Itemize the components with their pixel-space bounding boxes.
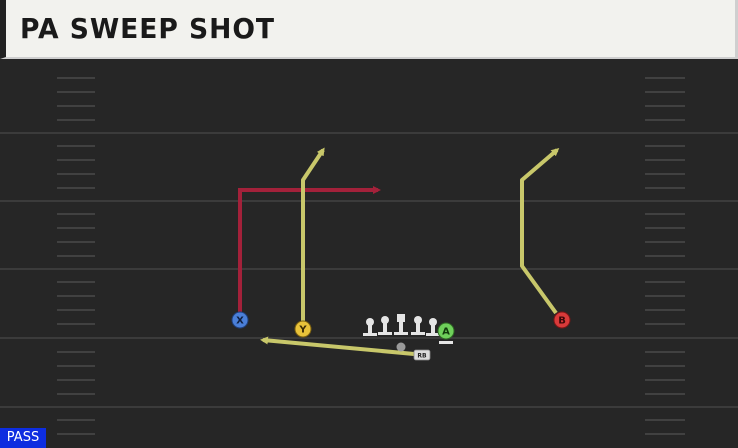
play-title: PA SWEEP SHOT [20, 12, 276, 45]
x-button-label: X [236, 316, 244, 327]
b-receiver-button[interactable]: B [553, 311, 571, 329]
a-receiver-button[interactable]: A [437, 322, 455, 344]
play-field: X Y A B RB [0, 59, 738, 448]
y-button-label: Y [298, 325, 307, 336]
yard-lines [0, 132, 738, 408]
a-button-label: A [442, 327, 450, 338]
lineman-icon [411, 316, 425, 335]
x-route [238, 186, 381, 316]
rb-player-tag[interactable]: RB [413, 349, 431, 361]
play-title-banner: PA SWEEP SHOT [0, 0, 738, 59]
rb-tag-label: RB [417, 353, 427, 360]
lineman-icon [378, 316, 392, 335]
play-type-badge: PASS [0, 428, 46, 448]
rb-route [260, 336, 415, 356]
lineman-icon [426, 318, 440, 336]
b-button-label: B [558, 316, 566, 327]
y-receiver-button[interactable]: Y [294, 320, 312, 338]
y-route [301, 147, 325, 322]
banner-edge [735, 0, 738, 59]
field-turf [0, 59, 738, 448]
center-lineman-icon [394, 314, 408, 335]
lineman-icon [363, 318, 377, 336]
x-receiver-button[interactable]: X [231, 311, 249, 329]
hash-marks [57, 77, 685, 435]
a-blocker-stance [439, 341, 453, 344]
b-route [520, 148, 560, 315]
quarterback-marker [396, 342, 406, 352]
offensive-line [363, 314, 440, 336]
